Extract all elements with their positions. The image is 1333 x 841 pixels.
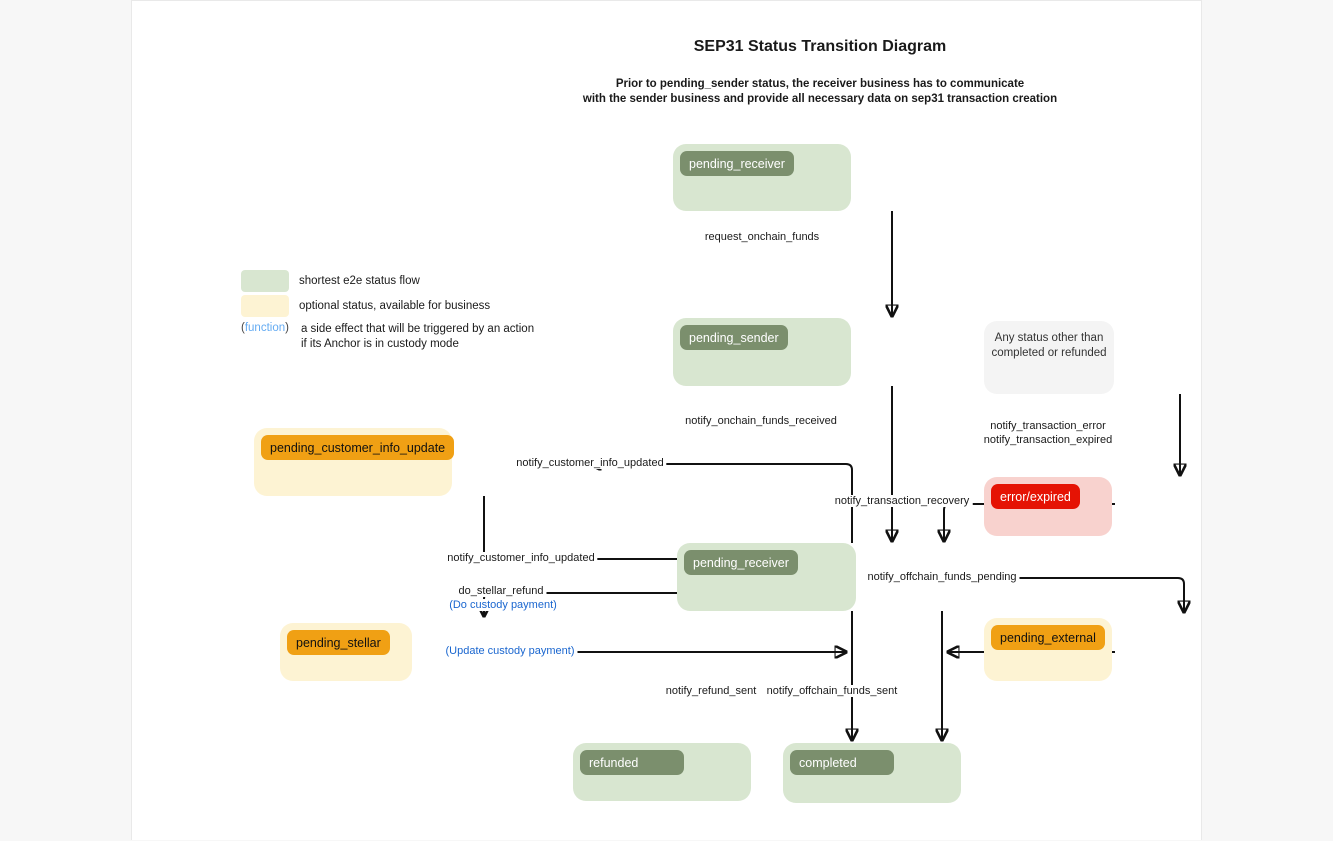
function-desc-line-2: if its Anchor is in custody mode [300, 337, 459, 350]
legend-row-optional: optional status, available for business [241, 295, 490, 317]
edge-label-update-custody-payment: (Update custody payment) [442, 645, 578, 657]
node-pending-receiver-top: pending_receiver [673, 144, 851, 211]
node-label-pending-sender: pending_sender [680, 325, 788, 350]
edge-label-notify-onchain-funds-received: notify_onchain_funds_received [682, 415, 840, 427]
edge-label-notify-transaction-expired: notify_transaction_expired [980, 434, 1116, 446]
edge-notify-customer-info-updated-up [590, 464, 853, 543]
legend-swatch-shortest-flow [241, 270, 289, 292]
node-label-pending-receiver-mid: pending_receiver [684, 550, 798, 575]
legend-function-word: function [244, 322, 286, 334]
diagram-subtitle: Prior to pending_sender status, the rece… [583, 77, 1057, 107]
legend-swatch-optional-status [241, 295, 289, 317]
node-refunded: refunded [573, 743, 751, 801]
node-pending-customer-info-update: pending_customer_info_update [254, 428, 455, 496]
node-pending-external: pending_external [984, 618, 1112, 681]
any-status-line-2: completed or refunded [991, 347, 1107, 359]
edge-label-do-stellar-refund: do_stellar_refund [455, 585, 547, 597]
edge-label-notify-transaction-error: notify_transaction_error [987, 420, 1109, 432]
node-label-pending-customer-info-update: pending_customer_info_update [261, 435, 455, 460]
node-any-status: Any status other than completed or refun… [984, 321, 1114, 394]
function-paren-close: ) [285, 322, 289, 334]
node-pending-stellar: pending_stellar [280, 623, 412, 681]
node-label-pending-receiver-top: pending_receiver [680, 151, 794, 176]
edge-label-notify-offchain-funds-sent: notify_offchain_funds_sent [763, 685, 901, 697]
node-completed: completed [783, 743, 961, 803]
any-status-line-1: Any status other than [994, 332, 1104, 344]
node-error-expired: error/expired [984, 477, 1112, 536]
node-label-refunded: refunded [580, 750, 684, 775]
edge-label-notify-offchain-funds-pending: notify_offchain_funds_pending [864, 571, 1020, 583]
node-label-error-expired: error/expired [991, 484, 1080, 509]
node-label-completed: completed [790, 750, 894, 775]
node-label-pending-external: pending_external [991, 625, 1105, 650]
node-label-pending-stellar: pending_stellar [287, 630, 390, 655]
node-pending-receiver-mid: pending_receiver [677, 543, 856, 611]
edge-label-notify-customer-info-updated-back: notify_customer_info_updated [444, 552, 598, 564]
subtitle-line-1: Prior to pending_sender status, the rece… [615, 78, 1025, 90]
legend-row-function: (function) a side effect that will be tr… [241, 322, 534, 351]
edge-label-notify-customer-info-updated-up: notify_customer_info_updated [513, 457, 667, 469]
legend-label-optional-status: optional status, available for business [299, 300, 491, 312]
edge-label-request-onchain-funds: request_onchain_funds [701, 231, 823, 243]
node-label-any-status: Any status other than completed or refun… [984, 321, 1114, 361]
edge-notify-offchain-funds-pending [987, 577, 1184, 612]
subtitle-line-2: with the sender business and provide all… [582, 93, 1058, 105]
function-desc-line-1: a side effect that will be triggered by … [300, 323, 535, 335]
edge-label-notify-transaction-recovery: notify_transaction_recovery [831, 495, 973, 507]
edge-label-do-custody-payment: (Do custody payment) [446, 599, 560, 611]
legend-function-token: (function) [241, 322, 289, 334]
legend-row-shortest: shortest e2e status flow [241, 270, 420, 292]
legend-function-description: a side effect that will be triggered by … [301, 322, 534, 351]
edge-label-notify-refund-sent: notify_refund_sent [662, 685, 760, 697]
legend-label-shortest-flow: shortest e2e status flow [299, 275, 420, 287]
function-paren-open: ( [241, 322, 245, 334]
node-pending-sender: pending_sender [673, 318, 851, 386]
page-title: SEP31 Status Transition Diagram [693, 38, 947, 55]
